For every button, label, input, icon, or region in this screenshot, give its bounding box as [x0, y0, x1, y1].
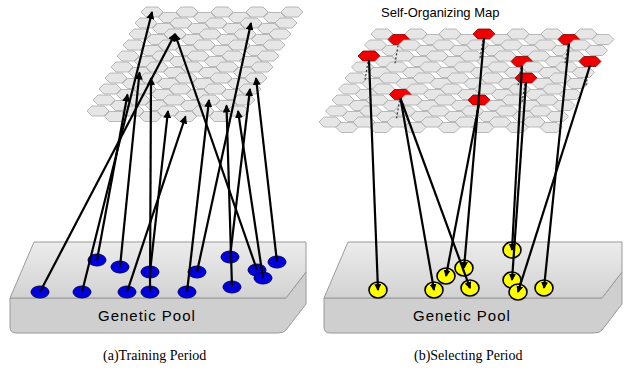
neuron-hex — [193, 40, 215, 50]
neuron-hex — [211, 7, 233, 17]
neuron-hex — [216, 62, 238, 72]
neuron-hex — [99, 84, 121, 94]
neuron-hex — [199, 29, 221, 39]
neuron-hex — [540, 123, 562, 133]
selected-neuron — [579, 57, 601, 67]
neuron-hex — [210, 73, 232, 83]
neuron-hex — [93, 95, 115, 105]
selection-link — [369, 60, 378, 290]
neuron-hex — [175, 73, 197, 83]
selection-link — [512, 82, 526, 280]
neuron-hex — [135, 18, 157, 28]
neuron-hex — [234, 29, 256, 39]
neuron-hex — [210, 112, 232, 122]
neuron-hex — [187, 51, 209, 61]
selection-link — [464, 38, 484, 268]
neuron-hex — [123, 40, 145, 50]
genetic-pool-platform: Genetic Pool — [8, 238, 308, 334]
neuron-hex — [592, 35, 614, 45]
neuron-hex — [163, 95, 185, 105]
training-arrow — [187, 100, 209, 292]
training-arrow — [120, 73, 140, 268]
training-arrow — [256, 78, 277, 262]
neuron-hex — [573, 68, 595, 78]
neuron-hex — [169, 84, 191, 94]
neuron-hex — [281, 7, 303, 17]
neuron-hex — [222, 51, 244, 61]
selection-link — [401, 99, 435, 291]
neuron-hex — [251, 62, 273, 72]
dashed-drop — [365, 62, 368, 80]
pool-label: Genetic Pool — [98, 307, 196, 324]
dashed-drop — [395, 46, 398, 64]
neuron-hex — [233, 95, 255, 105]
training-arrow — [127, 117, 186, 293]
neuron-hex — [105, 73, 127, 83]
neuron-hex — [117, 51, 139, 61]
map-title: Self-Organizing Map — [381, 5, 500, 20]
hex-grid — [87, 7, 303, 122]
neuron-hex — [176, 7, 198, 17]
neuron-hex — [257, 51, 279, 61]
neuron-hex — [87, 106, 109, 116]
neuron-hex — [205, 18, 227, 28]
platform-top — [324, 242, 622, 298]
training-arrow — [150, 111, 168, 272]
dashed-drop — [397, 101, 400, 119]
panel-caption: (b)Selecting Period — [414, 348, 522, 364]
selection-link — [544, 44, 569, 289]
neuron-hex — [111, 62, 133, 72]
neuron-hex — [586, 46, 608, 56]
neuron-hex — [246, 7, 268, 17]
neuron-hex — [547, 112, 569, 122]
selection-link — [446, 104, 479, 276]
training-arrow — [40, 34, 175, 292]
pool-label: Genetic Pool — [413, 307, 511, 324]
panel-caption: (a)Training Period — [103, 348, 206, 364]
selection-link — [401, 99, 471, 289]
neuron-hex — [275, 18, 297, 28]
neuron-hex — [170, 18, 192, 28]
selection-link — [518, 66, 590, 293]
training-arrow — [238, 111, 263, 278]
neuron-hex — [269, 29, 291, 39]
neuron-hex — [263, 40, 285, 50]
neuron-hex — [204, 84, 226, 94]
